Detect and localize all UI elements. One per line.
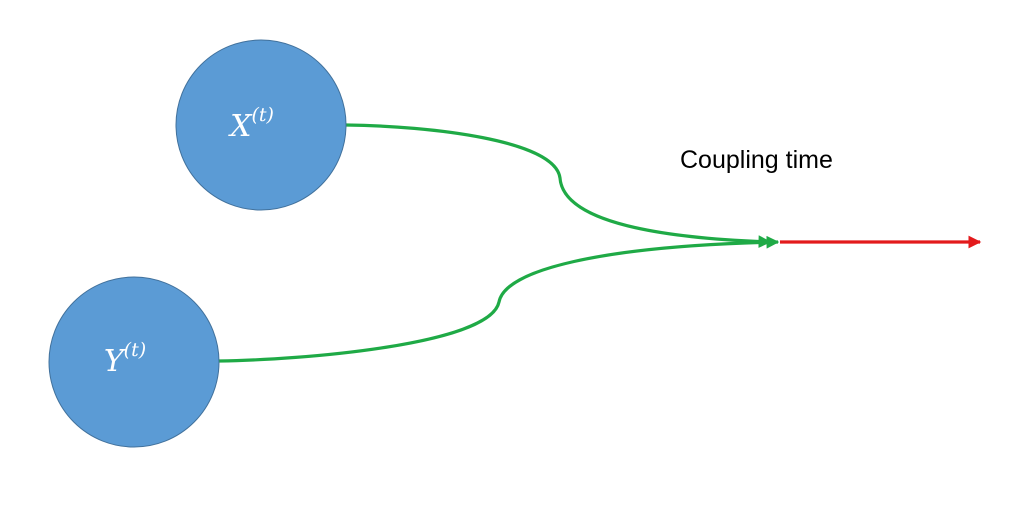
coupling-time-label: Coupling time xyxy=(680,146,833,174)
y-node-symbol: Y xyxy=(104,344,127,379)
y-node-superscript: (t) xyxy=(124,339,146,361)
x-trajectory-path xyxy=(345,123,772,248)
x-node-symbol: X xyxy=(228,109,253,144)
x-node-circle xyxy=(175,39,347,211)
y-trajectory-path xyxy=(218,235,780,363)
y-node-label: Y(t) xyxy=(104,339,146,379)
y-chain-node: Y(t) xyxy=(48,276,220,448)
y-node-circle xyxy=(48,276,220,448)
x-node-label: X(t) xyxy=(228,104,274,144)
x-node-superscript: (t) xyxy=(251,104,273,126)
x-chain-node: X(t) xyxy=(175,39,347,211)
